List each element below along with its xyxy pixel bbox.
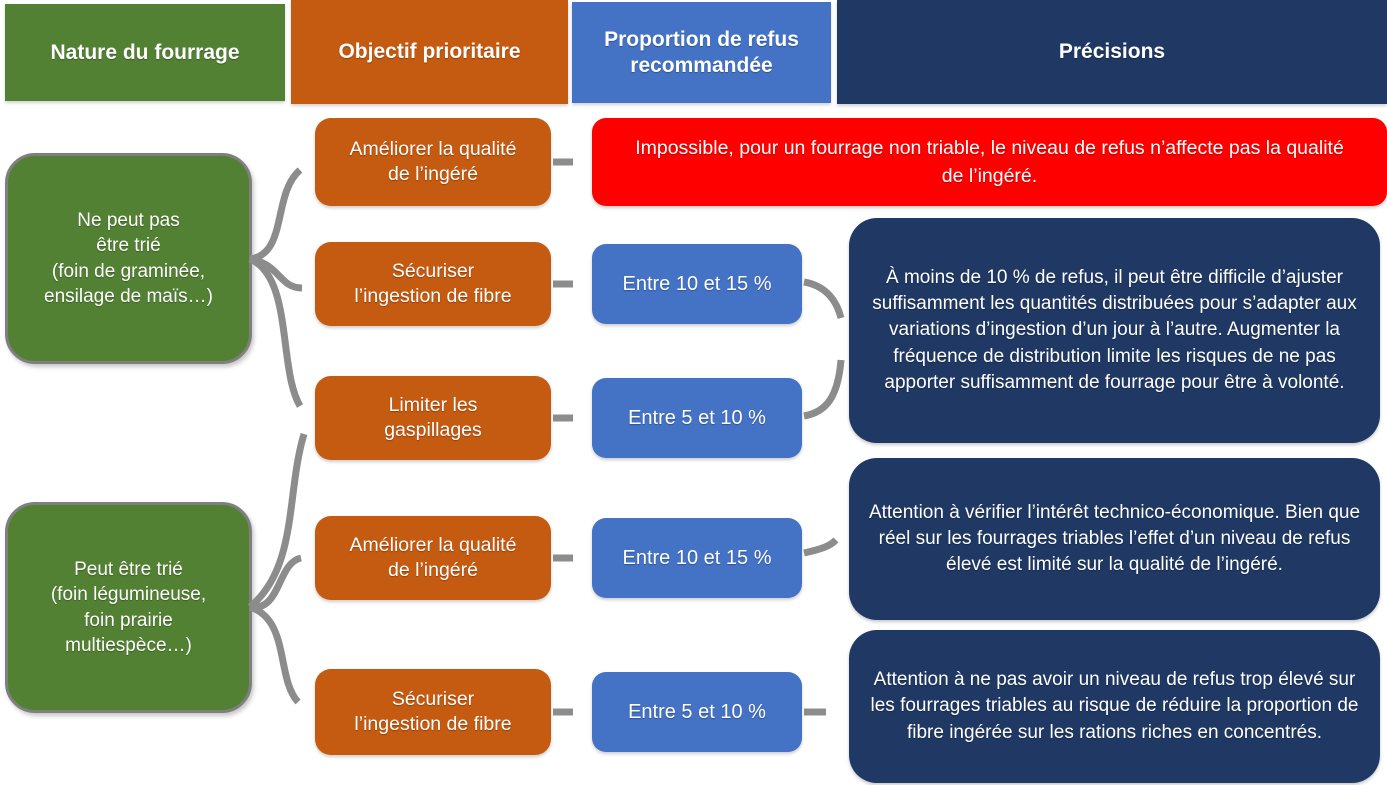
arrow-trie-securiser2	[248, 603, 301, 705]
header-objectif-prioritaire: Objectif prioritaire	[291, 0, 568, 104]
node-peut-etre-trie: Peut être trié (foin légumineuse, foin p…	[5, 502, 252, 713]
node-ne-peut-pas-etre-trie: Ne peut pas être trié (foin de graminée,…	[5, 153, 252, 364]
header-proportion-refus: Proportion de refus recommandée	[572, 2, 831, 103]
arrow-proportion1-callout1	[803, 278, 845, 319]
arrow-nontrie-ameliorer1	[249, 167, 303, 263]
callout-refus-trop-eleve: Attention à ne pas avoir un niveau de re…	[849, 630, 1380, 783]
node-objectif-ameliorer-qualite-2: Améliorer la qualité de l’ingéré	[315, 516, 551, 600]
header-precisions: Précisions	[837, 0, 1387, 104]
header-nature-du-fourrage: Nature du fourrage	[5, 4, 285, 101]
callout-technico-economique: Attention à vérifier l’intérêt technico-…	[849, 458, 1380, 620]
callout-moins-de-10-pourcent: À moins de 10 % de refus, il peut être d…	[849, 218, 1380, 443]
node-objectif-securiser-fibre-1: Sécuriser l’ingestion de fibre	[315, 242, 551, 326]
node-objectif-limiter-gaspillages: Limiter les gaspillages	[315, 376, 551, 460]
node-proportion-10-15-2: Entre 10 et 15 %	[592, 518, 802, 598]
arrow-proportion3-callout2	[803, 537, 839, 557]
node-proportion-5-10-2: Entre 5 et 10 %	[592, 672, 802, 752]
arrow-trie-ameliorer2	[249, 554, 303, 611]
arrow-trie-limiter	[247, 432, 308, 610]
node-objectif-ameliorer-qualite-1: Améliorer la qualité de l’ingéré	[315, 118, 551, 206]
node-objectif-securiser-fibre-2: Sécuriser l’ingestion de fibre	[315, 669, 551, 755]
arrow-nontrie-securiser1	[249, 255, 303, 292]
callout-impossible: Impossible, pour un fourrage non triable…	[592, 118, 1387, 206]
arrow-nontrie-limiter	[248, 255, 304, 408]
arrow-proportion2-callout1	[803, 359, 845, 420]
node-proportion-5-10-1: Entre 5 et 10 %	[592, 378, 802, 458]
node-proportion-10-15-1: Entre 10 et 15 %	[592, 244, 802, 324]
